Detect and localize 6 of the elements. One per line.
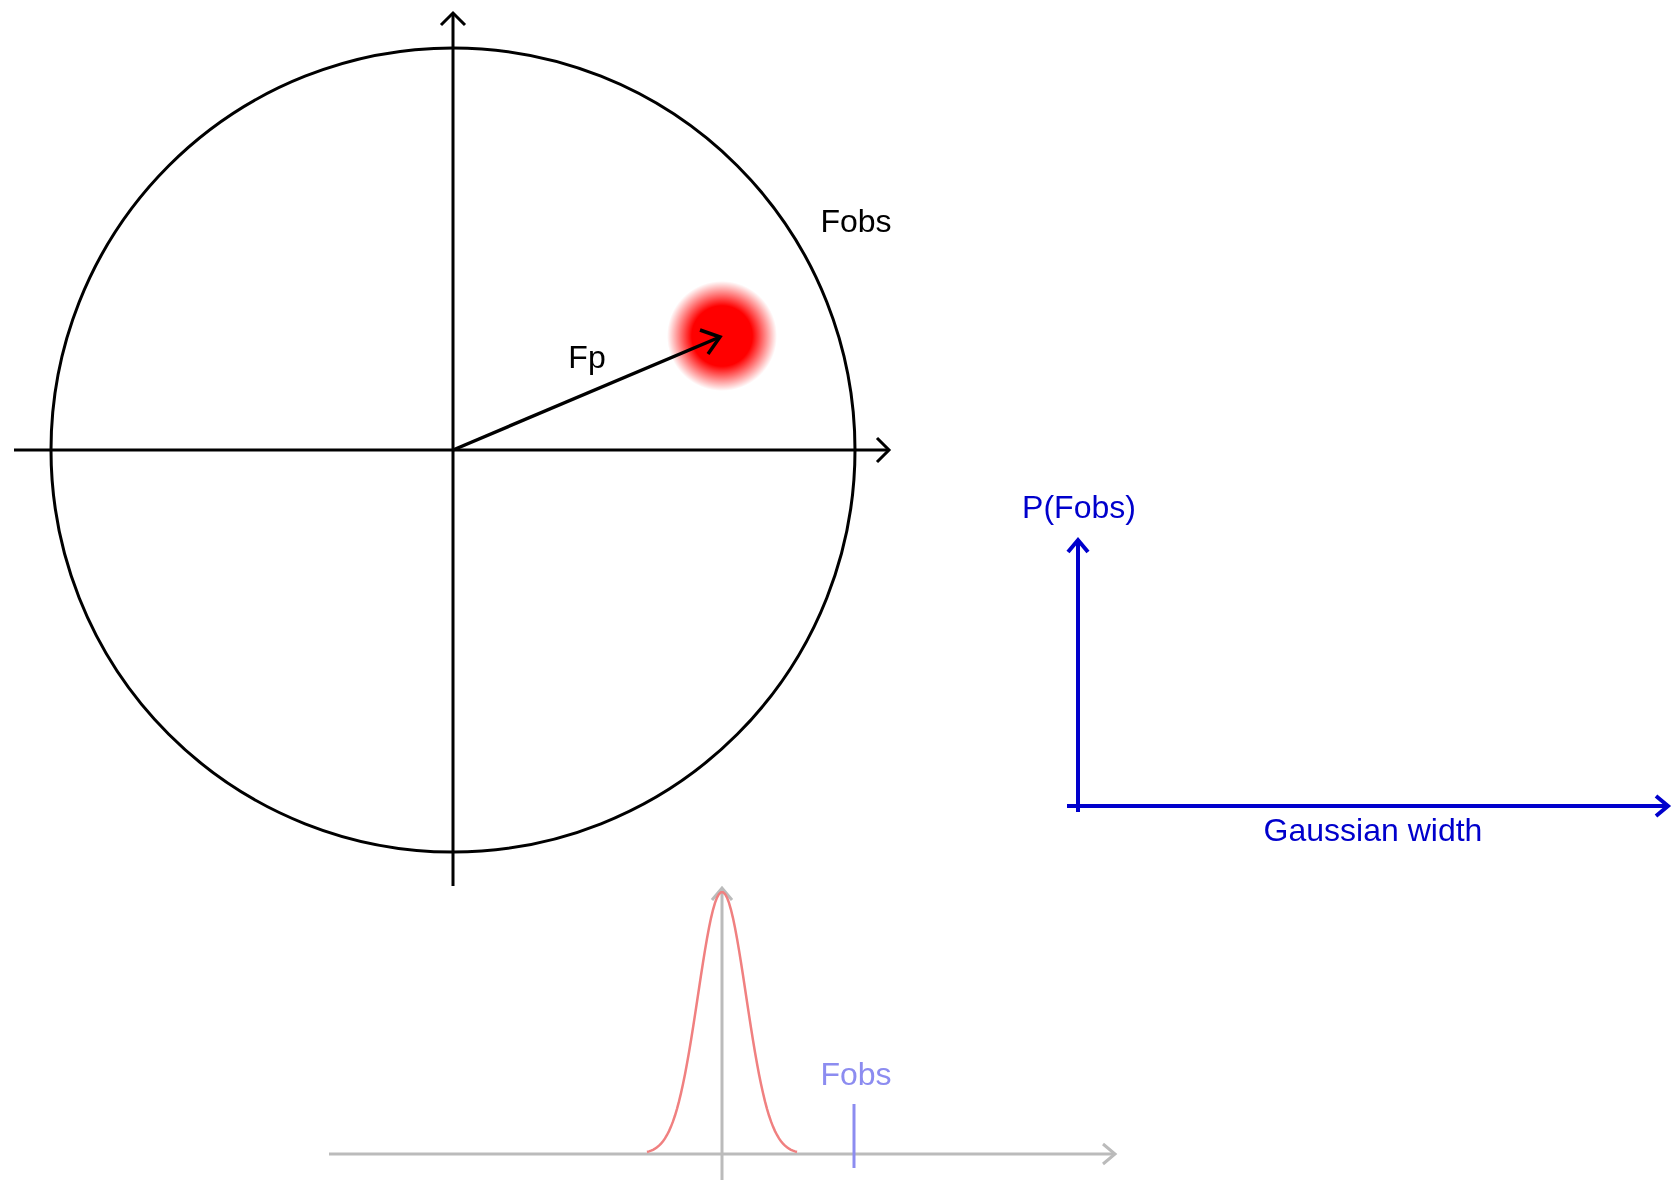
probability-blob bbox=[667, 281, 777, 391]
marker-label: Fobs bbox=[820, 1055, 892, 1093]
axis-label: Fobs bbox=[820, 202, 892, 240]
axis-label: P(Fobs) bbox=[1022, 488, 1136, 526]
vector-label: Fp bbox=[568, 338, 606, 376]
axis-label: Gaussian width bbox=[1263, 811, 1483, 849]
